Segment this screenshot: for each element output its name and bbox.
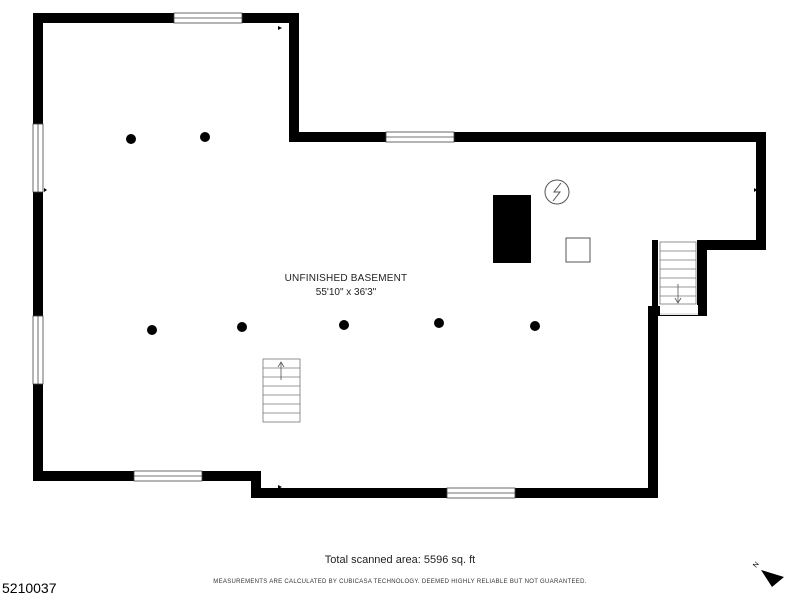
listing-id: 5210037: [2, 580, 57, 596]
room-name: UNFINISHED BASEMENT: [285, 273, 408, 284]
support-column: [200, 132, 210, 142]
sump-fixture: [565, 237, 591, 263]
room-dimensions: 55'10" x 36'3": [316, 287, 377, 298]
exterior-wall: [33, 13, 766, 498]
window: [32, 123, 44, 193]
stair-opening: [660, 305, 698, 315]
wall-tick: [278, 26, 282, 30]
disclaimer: MEASUREMENTS ARE CALCULATED BY CUBICASA …: [213, 579, 587, 585]
support-column: [126, 134, 136, 144]
window: [32, 315, 44, 385]
window: [385, 131, 455, 143]
window: [173, 12, 243, 24]
window: [133, 470, 203, 482]
window: [446, 487, 516, 499]
furnace: [493, 195, 531, 263]
support-column: [237, 322, 247, 332]
stairs-down: [659, 241, 697, 305]
support-column: [530, 321, 540, 331]
wall-tick: [754, 188, 757, 192]
electrical-icon: [544, 179, 570, 205]
support-column: [339, 320, 349, 330]
north-label: N: [752, 561, 761, 569]
wall-tick: [278, 485, 282, 489]
wall-tick: [44, 188, 47, 192]
support-column: [434, 318, 444, 328]
total-area: Total scanned area: 5596 sq. ft: [324, 554, 476, 566]
support-column: [147, 325, 157, 335]
north-arrow-icon: N: [752, 561, 784, 587]
stairs-up: [262, 358, 301, 423]
